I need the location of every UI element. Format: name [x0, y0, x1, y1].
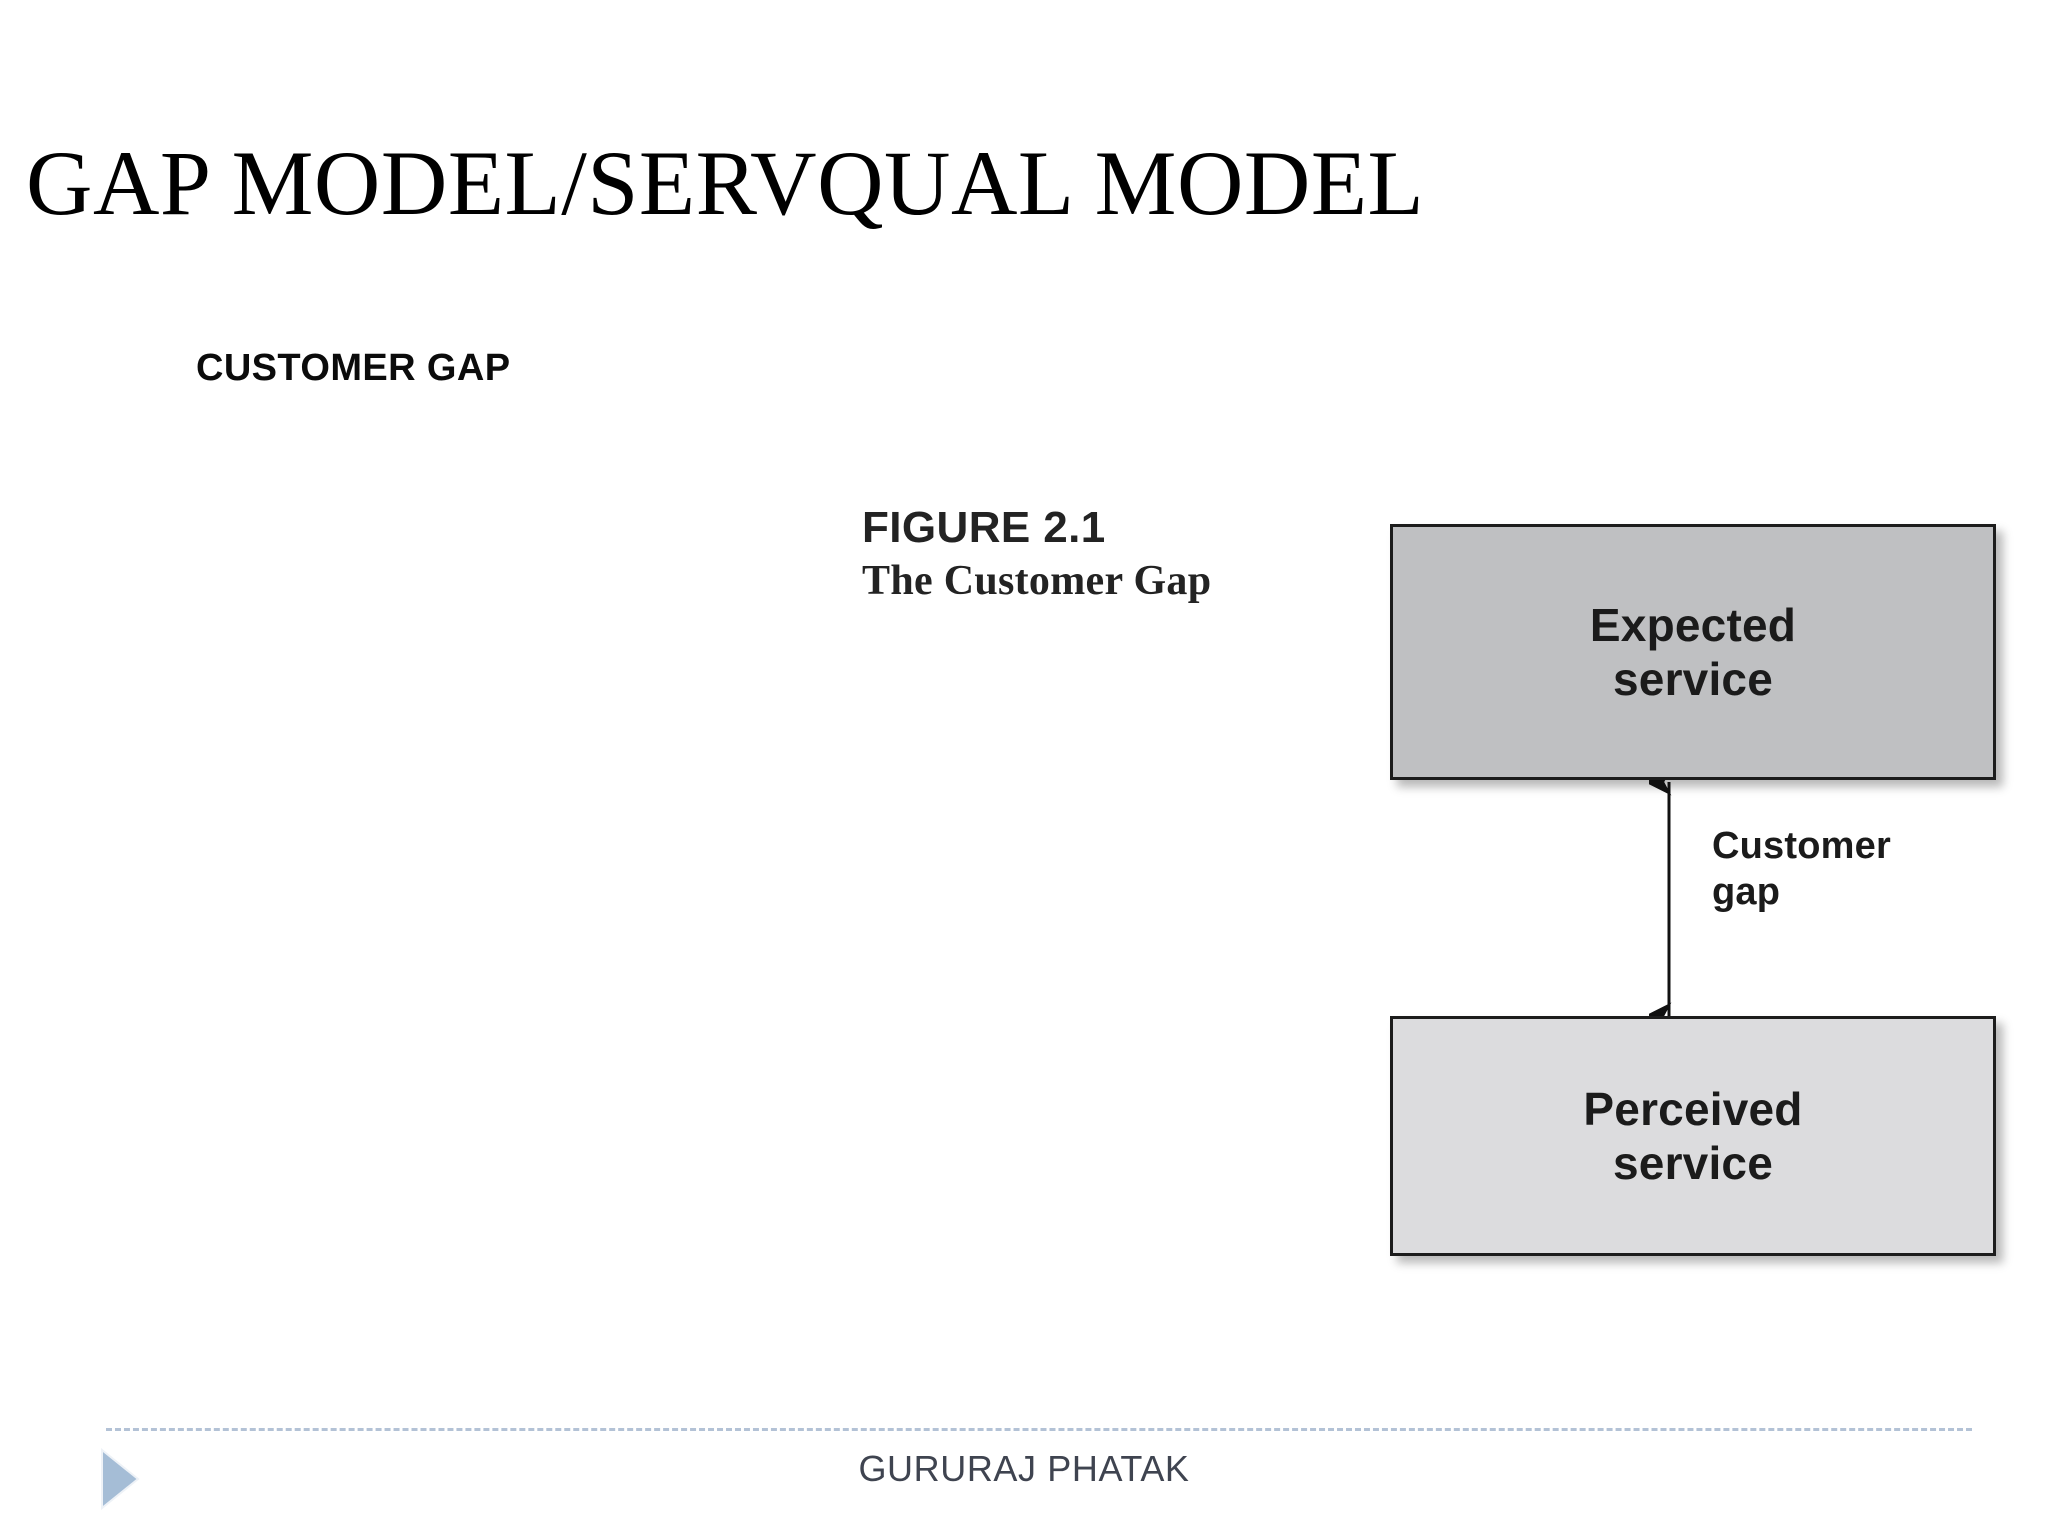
play-triangle-icon — [101, 1448, 140, 1510]
perceived-service-box: Perceived service — [1390, 1016, 1996, 1256]
perceived-service-line-1: Perceived — [1583, 1082, 1803, 1135]
expected-service-line-1: Expected — [1589, 598, 1797, 651]
customer-gap-label: Customer gap — [1712, 824, 1891, 915]
figure-caption: FIGURE 2.1 The Customer Gap — [862, 503, 1382, 605]
section-heading-customer-gap: CUSTOMER GAP — [196, 347, 511, 389]
perceived-service-line-2: service — [1613, 1137, 1773, 1189]
customer-gap-double-arrow-icon — [1649, 780, 1672, 1018]
expected-service-line-2: service — [1613, 653, 1773, 705]
footer-author: GURURAJ PHATAK — [858, 1448, 1190, 1489]
figure-number-label: FIGURE 2.1 — [862, 503, 1106, 552]
figure-title-label: The Customer Gap — [862, 558, 1212, 605]
page-title: GAP MODEL/SERVQUAL MODEL — [26, 132, 1425, 234]
footer-divider — [106, 1428, 1972, 1431]
customer-gap-diagram: Expected service Customer gap Perceived … — [1390, 524, 2002, 1264]
customer-gap-label-line-1: Customer — [1712, 825, 1891, 867]
customer-gap-label-line-2: gap — [1712, 870, 1781, 913]
expected-service-box: Expected service — [1390, 524, 1996, 780]
